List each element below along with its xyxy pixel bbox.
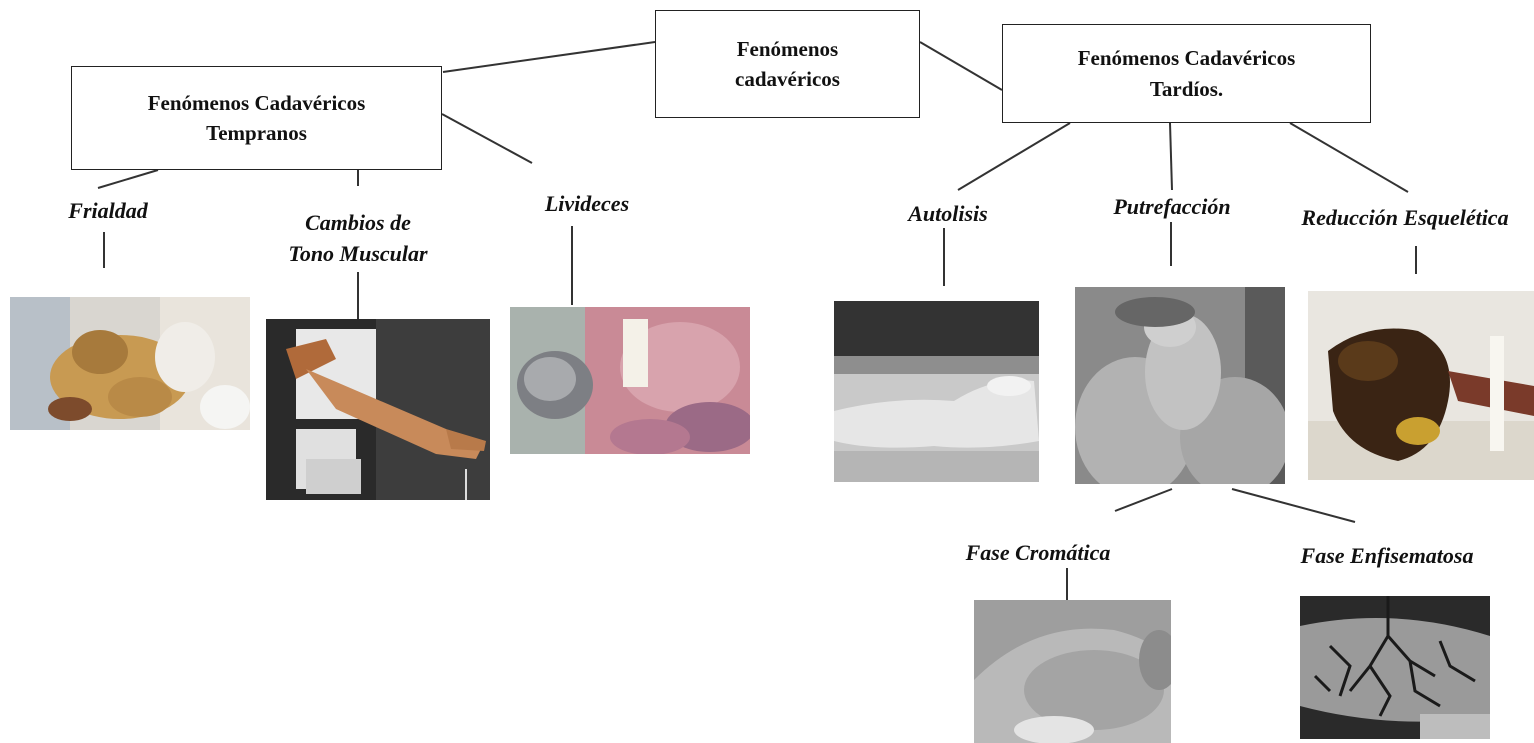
putrefaccion-photo bbox=[1075, 287, 1285, 484]
link-root-early bbox=[443, 42, 655, 72]
root-box: Fenómenos cadavéricos bbox=[655, 10, 920, 118]
link-late-autolisis bbox=[958, 123, 1070, 190]
late-box: Fenómenos Cadavéricos Tardíos. bbox=[1002, 24, 1371, 123]
root-title-line2: cadavéricos bbox=[735, 64, 840, 94]
fase-enfisematosa-photo bbox=[1300, 596, 1490, 739]
autolisis-photo bbox=[834, 301, 1039, 482]
root-title-line1: Fenómenos bbox=[735, 34, 840, 64]
early-title-line1: Fenómenos Cadavéricos bbox=[148, 88, 366, 118]
link-putrefaccion-enfisematosa bbox=[1232, 489, 1355, 522]
early-title-line2: Tempranos bbox=[148, 118, 366, 148]
label-tono-muscular: Cambios de Tono Muscular bbox=[260, 208, 456, 270]
label-frialdad: Frialdad bbox=[50, 196, 166, 227]
label-tono-line2: Tono Muscular bbox=[260, 239, 456, 270]
label-putrefaccion: Putrefacción bbox=[1098, 192, 1246, 223]
label-reduccion-esqueletica: Reducción Esquelética bbox=[1282, 203, 1528, 234]
fase-cromatica-photo bbox=[974, 600, 1171, 743]
late-title-line2: Tardíos. bbox=[1078, 74, 1296, 104]
label-livideces: Livideces bbox=[528, 189, 646, 220]
label-tono-line1: Cambios de bbox=[260, 208, 456, 239]
late-title-line1: Fenómenos Cadavéricos bbox=[1078, 43, 1296, 73]
label-autolisis: Autolisis bbox=[890, 199, 1006, 230]
early-box: Fenómenos Cadavéricos Tempranos bbox=[71, 66, 442, 170]
link-early-livideces bbox=[442, 114, 532, 163]
frialdad-photo bbox=[10, 297, 250, 430]
link-putrefaccion-cromatica bbox=[1115, 489, 1172, 511]
link-late-putrefaccion bbox=[1170, 123, 1172, 190]
label-fase-cromatica: Fase Cromática bbox=[948, 538, 1128, 569]
link-early-frialdad bbox=[98, 170, 158, 188]
livideces-photo bbox=[510, 307, 750, 454]
label-fase-enfisematosa: Fase Enfisematosa bbox=[1284, 541, 1490, 572]
link-root-late bbox=[920, 42, 1002, 90]
tono-muscular-photo bbox=[266, 319, 490, 500]
link-late-reduccion bbox=[1290, 123, 1408, 192]
reduccion-esqueletica-photo bbox=[1308, 291, 1534, 480]
